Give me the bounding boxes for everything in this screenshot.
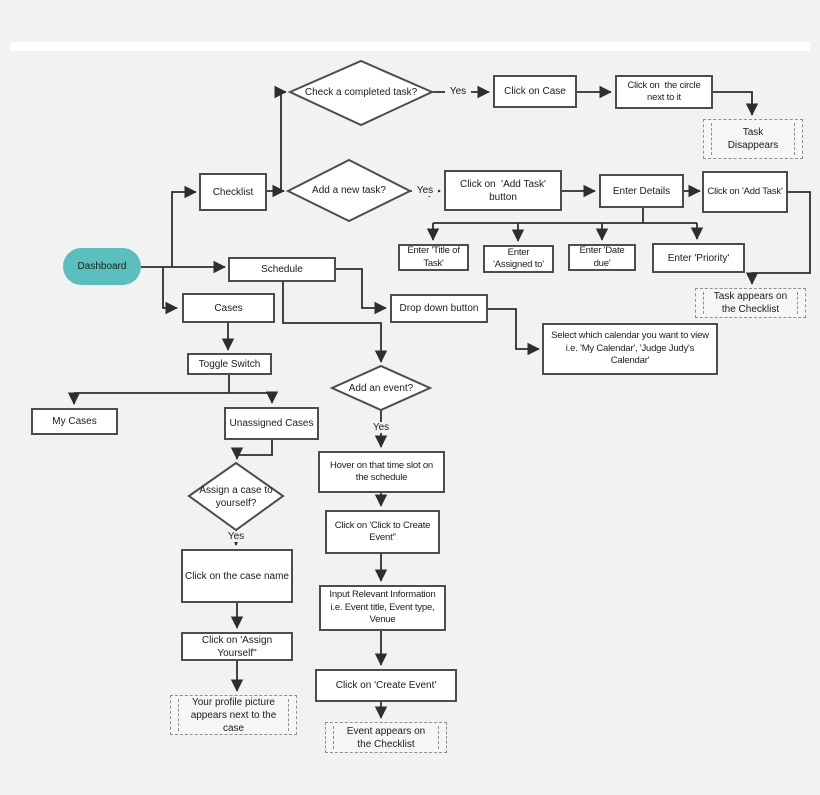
node-task-disappears: Task Disappears [703, 119, 803, 159]
node-enter-date: Enter 'Date due' [568, 244, 636, 271]
node-add-new-task: Add a new task? [312, 185, 386, 196]
node-dashboard: Dashboard [63, 248, 141, 285]
node-assign-case: Assign a case to yourself? [199, 484, 273, 509]
node-hover-time-slot: Hover on that time slot on the schedule [318, 451, 445, 493]
node-click-to-create-event: Click on 'Click to Create Event" [325, 510, 440, 554]
edge-label-yes-add-task: Yes [412, 185, 438, 196]
node-click-on-circle: Click on the circle next to it [615, 75, 713, 109]
node-enter-assigned: Enter 'Assigned to' [483, 245, 554, 273]
node-click-create-event: Click on 'Create Event' [315, 669, 457, 702]
top-white-strip [10, 42, 810, 51]
node-checklist: Checklist [199, 173, 267, 211]
node-unassigned-cases: Unassigned Cases [224, 407, 319, 440]
edge-label-yes-assign-case: Yes [223, 531, 249, 542]
diamond-assign-case [187, 461, 285, 532]
node-assign-yourself: Click on 'Assign Yourself" [181, 632, 293, 661]
node-my-cases: My Cases [31, 408, 118, 435]
diamond-add-new-task [285, 158, 413, 223]
edge-label-yes-add-event: Yes [368, 422, 394, 433]
node-click-case-name: Click on the case name [181, 549, 293, 603]
node-dropdown-button: Drop down button [390, 294, 488, 323]
node-event-appears: Event appears on the Checklist [325, 722, 447, 753]
node-click-on-case: Click on Case [493, 75, 577, 108]
node-cases: Cases [182, 293, 275, 323]
node-enter-details: Enter Details [599, 174, 684, 208]
node-enter-title: Enter 'Title of Task' [398, 244, 469, 271]
node-toggle-switch: Toggle Switch [187, 353, 272, 375]
node-enter-priority: Enter 'Priority' [652, 243, 745, 273]
node-click-add-task: Click on 'Add Task' [702, 171, 788, 213]
diamond-check-completed-task [287, 59, 435, 127]
node-check-completed-task: Check a completed task? [304, 87, 418, 98]
diamond-add-an-event [329, 364, 433, 412]
node-add-an-event: Add an event? [348, 382, 414, 394]
node-click-add-task-button: Click on 'Add Task' button [444, 170, 562, 211]
node-task-appears: Task appears on the Checklist [695, 288, 806, 318]
edge-label-yes-check-completed: Yes [445, 86, 471, 97]
connectors [67, 85, 811, 719]
node-profile-picture: Your profile picture appears next to the… [170, 695, 297, 735]
decision-diamonds [187, 59, 435, 532]
node-select-calendar: Select which calendar you want to view i… [542, 323, 718, 375]
node-input-relevant-info: Input Relevant Information i.e. Event ti… [319, 585, 446, 631]
node-schedule: Schedule [228, 257, 336, 282]
